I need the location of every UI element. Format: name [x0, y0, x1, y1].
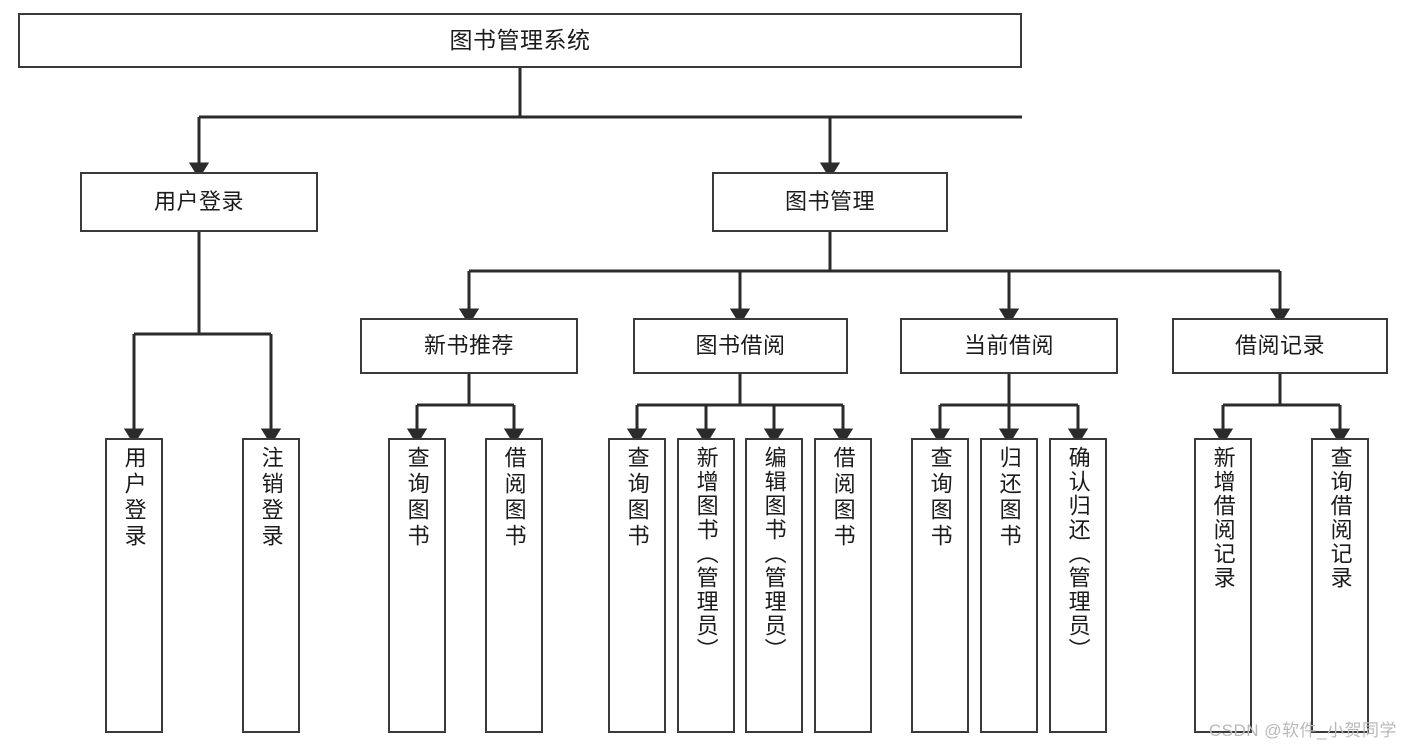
- leaf-current-borrow-return-book[interactable]: 归还图书: [980, 438, 1038, 733]
- node-borrow-record[interactable]: 借阅记录: [1172, 318, 1388, 374]
- node-label: 新增图书（管理员）: [693, 446, 719, 662]
- node-label: 用户登录: [121, 446, 147, 550]
- node-label: 当前借阅: [963, 333, 1054, 359]
- node-label: 新增借阅记录: [1210, 446, 1236, 590]
- node-label: 借阅图书: [501, 446, 527, 550]
- node-label: 图书管理系统: [449, 27, 591, 54]
- node-book-borrow[interactable]: 图书借阅: [633, 318, 848, 374]
- leaf-current-borrow-confirm-return-admin[interactable]: 确认归还（管理员）: [1049, 438, 1107, 733]
- node-label: 编辑图书（管理员）: [761, 446, 787, 662]
- leaf-borrow-record-add-record[interactable]: 新增借阅记录: [1194, 438, 1252, 733]
- leaf-book-borrow-query-book[interactable]: 查询图书: [608, 438, 666, 733]
- node-label: 确认归还（管理员）: [1065, 446, 1091, 662]
- leaf-new-book-query-book[interactable]: 查询图书: [388, 438, 446, 733]
- node-label: 查询图书: [927, 446, 953, 550]
- leaf-user-login-login[interactable]: 用户登录: [105, 438, 163, 733]
- leaf-user-login-logout[interactable]: 注销登录: [242, 438, 300, 733]
- watermark-text: CSDN @软件_小贺同学: [1208, 721, 1397, 740]
- node-label: 用户登录: [153, 189, 244, 215]
- leaf-current-borrow-query-book[interactable]: 查询图书: [911, 438, 969, 733]
- leaf-borrow-record-query-record[interactable]: 查询借阅记录: [1311, 438, 1369, 733]
- leaf-new-book-borrow-book[interactable]: 借阅图书: [485, 438, 543, 733]
- node-user-login[interactable]: 用户登录: [80, 172, 318, 232]
- leaf-book-borrow-borrow-book[interactable]: 借阅图书: [814, 438, 872, 733]
- node-new-book-recommend[interactable]: 新书推荐: [360, 318, 578, 374]
- node-label: 借阅图书: [830, 446, 856, 550]
- node-label: 图书借阅: [695, 333, 786, 359]
- node-label: 注销登录: [258, 446, 284, 550]
- node-label: 新书推荐: [423, 333, 514, 359]
- node-label: 查询图书: [404, 446, 430, 550]
- node-label: 查询借阅记录: [1327, 446, 1353, 590]
- node-current-borrow[interactable]: 当前借阅: [900, 318, 1118, 374]
- node-label: 借阅记录: [1234, 333, 1325, 359]
- node-label: 归还图书: [996, 446, 1022, 550]
- node-label: 查询图书: [624, 446, 650, 550]
- node-book-management[interactable]: 图书管理: [712, 172, 948, 232]
- leaf-book-borrow-add-book-admin[interactable]: 新增图书（管理员）: [677, 438, 735, 733]
- leaf-book-borrow-edit-book-admin[interactable]: 编辑图书（管理员）: [745, 438, 803, 733]
- node-label: 图书管理: [784, 189, 875, 215]
- node-root-book-management-system[interactable]: 图书管理系统: [18, 13, 1022, 68]
